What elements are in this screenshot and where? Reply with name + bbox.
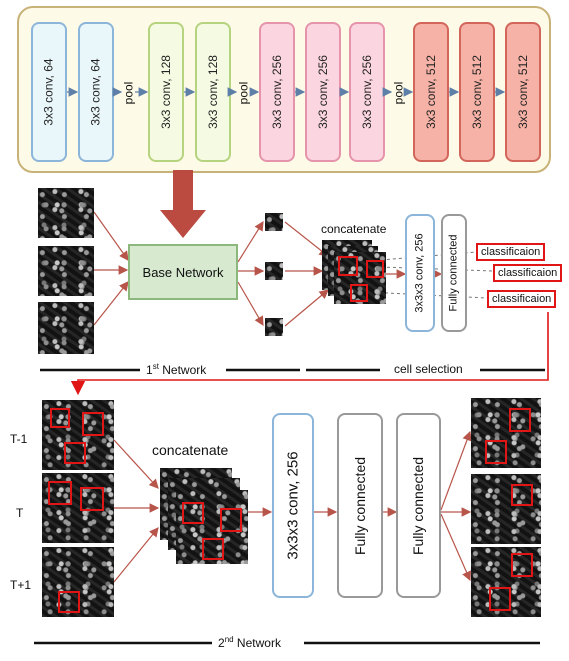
input-image-1: [38, 188, 94, 238]
classification-label-2: classificaion: [493, 264, 563, 282]
detection-box: [220, 508, 242, 532]
detection-box: [366, 260, 384, 278]
classification-label-1: classificaion: [476, 243, 546, 261]
conv-layer-256-c: 3x3 conv, 256: [349, 22, 385, 162]
stack-image-front-2: [176, 490, 248, 564]
conv-layer-256-a: 3x3 conv, 256: [259, 22, 295, 162]
feature-map-3: [265, 318, 283, 336]
detection-box: [48, 481, 72, 505]
concatenate-label-bottom: concatenate: [152, 442, 229, 458]
detection-box: [511, 484, 533, 506]
first-network-label: 1st Network: [146, 362, 207, 377]
detection-box: [82, 412, 104, 436]
output-frame-1: [471, 398, 541, 468]
conv-layer-512-b: 3x3 conv, 512: [459, 22, 495, 162]
base-network-box: Base Network: [128, 244, 238, 300]
conv-layer-128-a: 3x3 conv, 128: [148, 22, 184, 162]
frame-t-plus-1: [42, 547, 114, 617]
second-network-label: 2nd Network: [218, 635, 281, 650]
time-label-t-plus-1: T+1: [10, 578, 32, 592]
conv-layer-512-a: 3x3 conv, 512: [413, 22, 449, 162]
time-label-t: T: [16, 506, 24, 520]
detection-box: [511, 553, 533, 577]
stack-image-front: [334, 252, 386, 304]
fully-connected-box-2: Fully connected: [396, 413, 441, 598]
time-label-t-minus-1: T-1: [10, 432, 28, 446]
frame-t-minus-1: [42, 400, 114, 470]
frame-t: [42, 473, 114, 543]
conv3d-box-small: 3x3x3 conv, 256: [405, 214, 435, 332]
cell-selection-label: cell selection: [394, 362, 463, 376]
detection-box: [64, 442, 86, 464]
conv3d-box-large: 3x3x3 conv, 256: [272, 413, 314, 598]
detection-box: [50, 408, 70, 428]
detection-box: [350, 284, 368, 302]
conv-layer-128-b: 3x3 conv, 128: [195, 22, 231, 162]
detection-box: [489, 587, 511, 611]
input-image-2: [38, 246, 94, 296]
detection-box: [338, 256, 358, 276]
feature-map-2: [265, 262, 283, 280]
conv-layer-512-c: 3x3 conv, 512: [505, 22, 541, 162]
feature-map-1: [265, 213, 283, 231]
classification-label-3: classificaion: [487, 290, 557, 308]
detection-box: [485, 440, 507, 464]
detection-box: [509, 408, 531, 432]
detection-box: [202, 538, 224, 560]
fully-connected-box-1: Fully connected: [337, 413, 383, 598]
detection-box: [80, 487, 104, 511]
concatenate-label-top: concatenate: [321, 222, 387, 236]
input-image-3: [38, 302, 94, 354]
output-frame-2: [471, 474, 541, 544]
conv-layer-64-b: 3x3 conv, 64: [78, 22, 114, 162]
fully-connected-box-small: Fully connected: [441, 214, 467, 332]
detection-box: [182, 502, 204, 524]
conv-layer-64-a: 3x3 conv, 64: [31, 22, 67, 162]
output-frame-3: [471, 547, 541, 617]
detection-box: [58, 591, 80, 613]
